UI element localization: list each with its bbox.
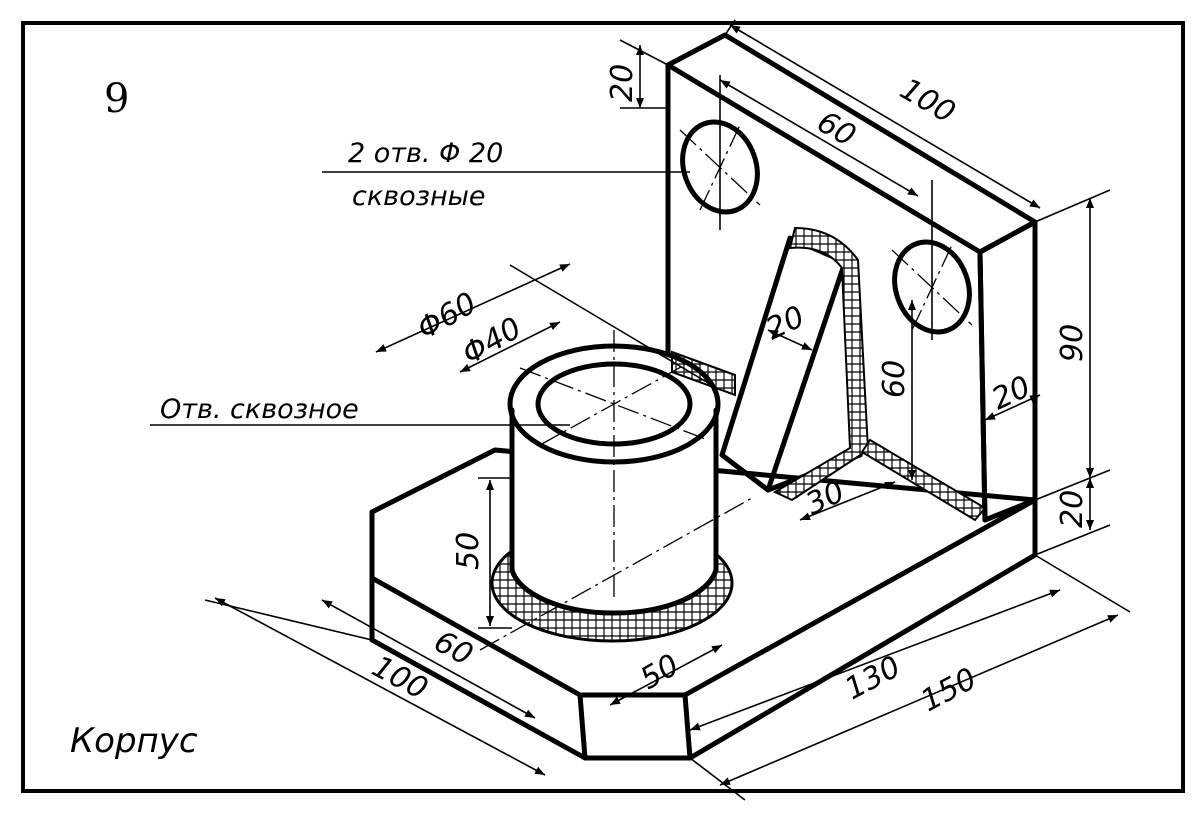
dim-boss-height: 50 (451, 532, 486, 570)
dim-base-length-inner: 130 (839, 649, 906, 707)
dim-upright-height: 90 (1055, 324, 1090, 362)
holes-note-line2: сквозные (352, 181, 486, 212)
holes-note-line1: 2 отв. Φ 20 (348, 138, 503, 169)
dim-hole-height: 60 (877, 360, 912, 398)
drawing-title: Корпус (70, 721, 198, 761)
dim-upright-top-offset: 20 (605, 64, 640, 102)
dim-base-thickness: 20 (1055, 490, 1090, 528)
boss-cylinder (479, 330, 753, 651)
dim-upright-width: 100 (894, 72, 961, 131)
dim-base-depth: 100 (366, 649, 433, 707)
rib (671, 226, 987, 522)
dim-upright-thickness: 20 (987, 369, 1036, 417)
drawing-frame (21, 21, 1185, 793)
dim-boss-offset-front: 50 (635, 648, 686, 697)
hole-right (892, 239, 972, 335)
dimension-lines (150, 19, 1131, 801)
exercise-number: 9 (104, 76, 129, 122)
dim-base-length: 150 (915, 661, 982, 719)
bore-note: Отв. сквозное (160, 394, 359, 425)
